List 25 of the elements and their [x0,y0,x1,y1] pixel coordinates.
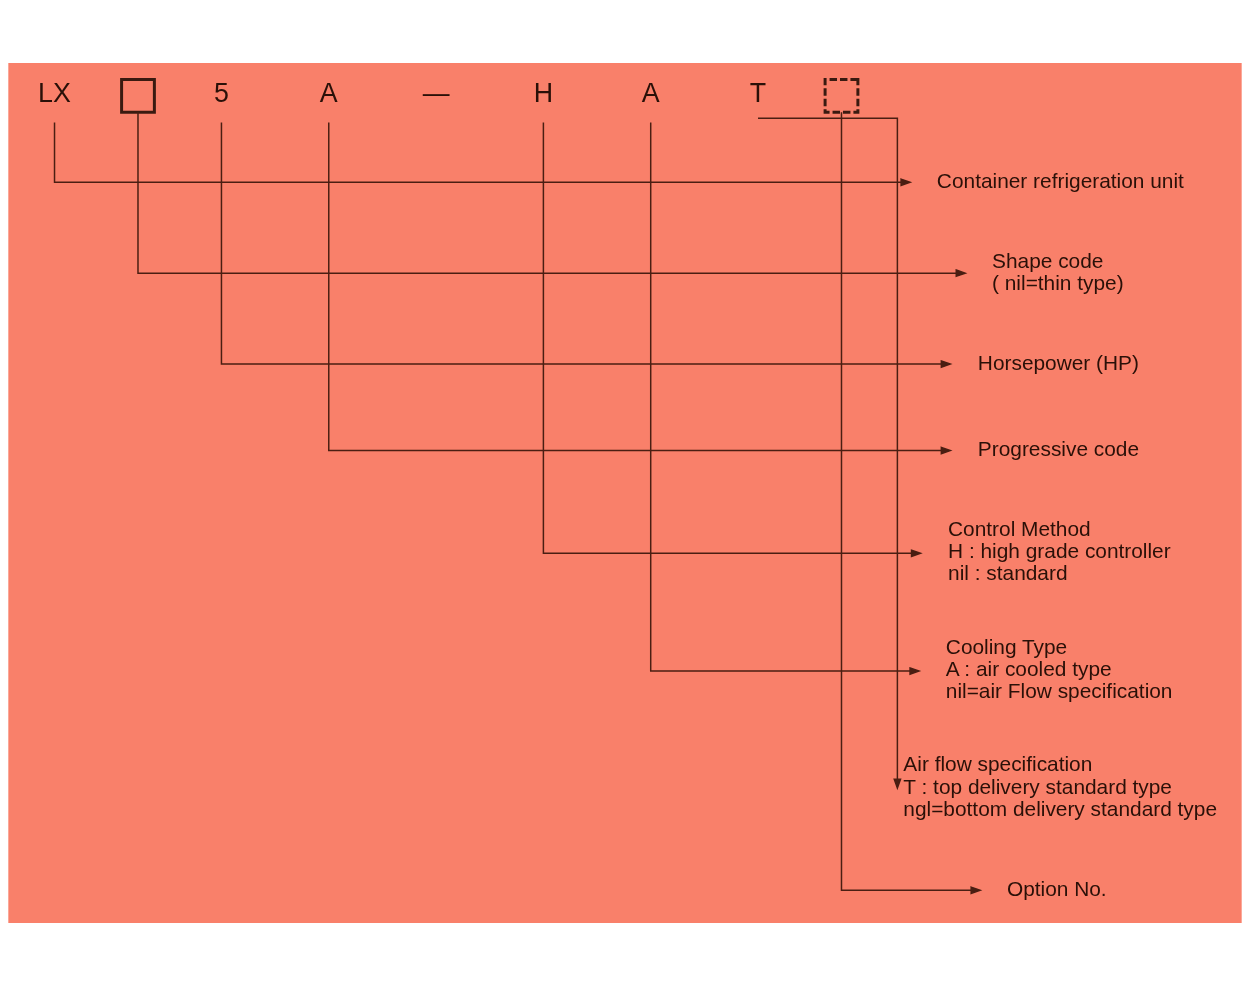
arrow [649,121,922,675]
label: — [422,77,450,108]
node-text: 5 [213,77,229,108]
node-text: Shape code ( nil=thin type) [992,247,1124,294]
node-text: A [319,77,338,108]
arrow [840,110,983,894]
arrow [220,121,953,368]
node-text: H [533,77,554,108]
node-text: Cooling Type A : air cooled type nil=air Flow specification [945,634,1173,702]
arrow [328,121,953,455]
node-text: Air flow specification T : top delivery standard type ngl=bottom delivery standard type [903,751,1217,820]
node-text: Horsepower (HP) [977,350,1139,374]
node-text: Progressive code [977,436,1140,460]
arrow [757,116,902,790]
node-box [120,77,156,114]
node-text: Option No. [1006,876,1107,900]
node-text: Control Method H : high grade controller nil : standard [948,516,1171,584]
node-text: T [749,77,767,108]
arrow [137,110,968,277]
node-text: LX [38,77,71,108]
node-text: A [641,77,660,108]
arrow [542,121,923,558]
arrow [53,121,913,186]
node-box [823,77,860,114]
node-text: Container refrigeration unit [936,168,1184,192]
